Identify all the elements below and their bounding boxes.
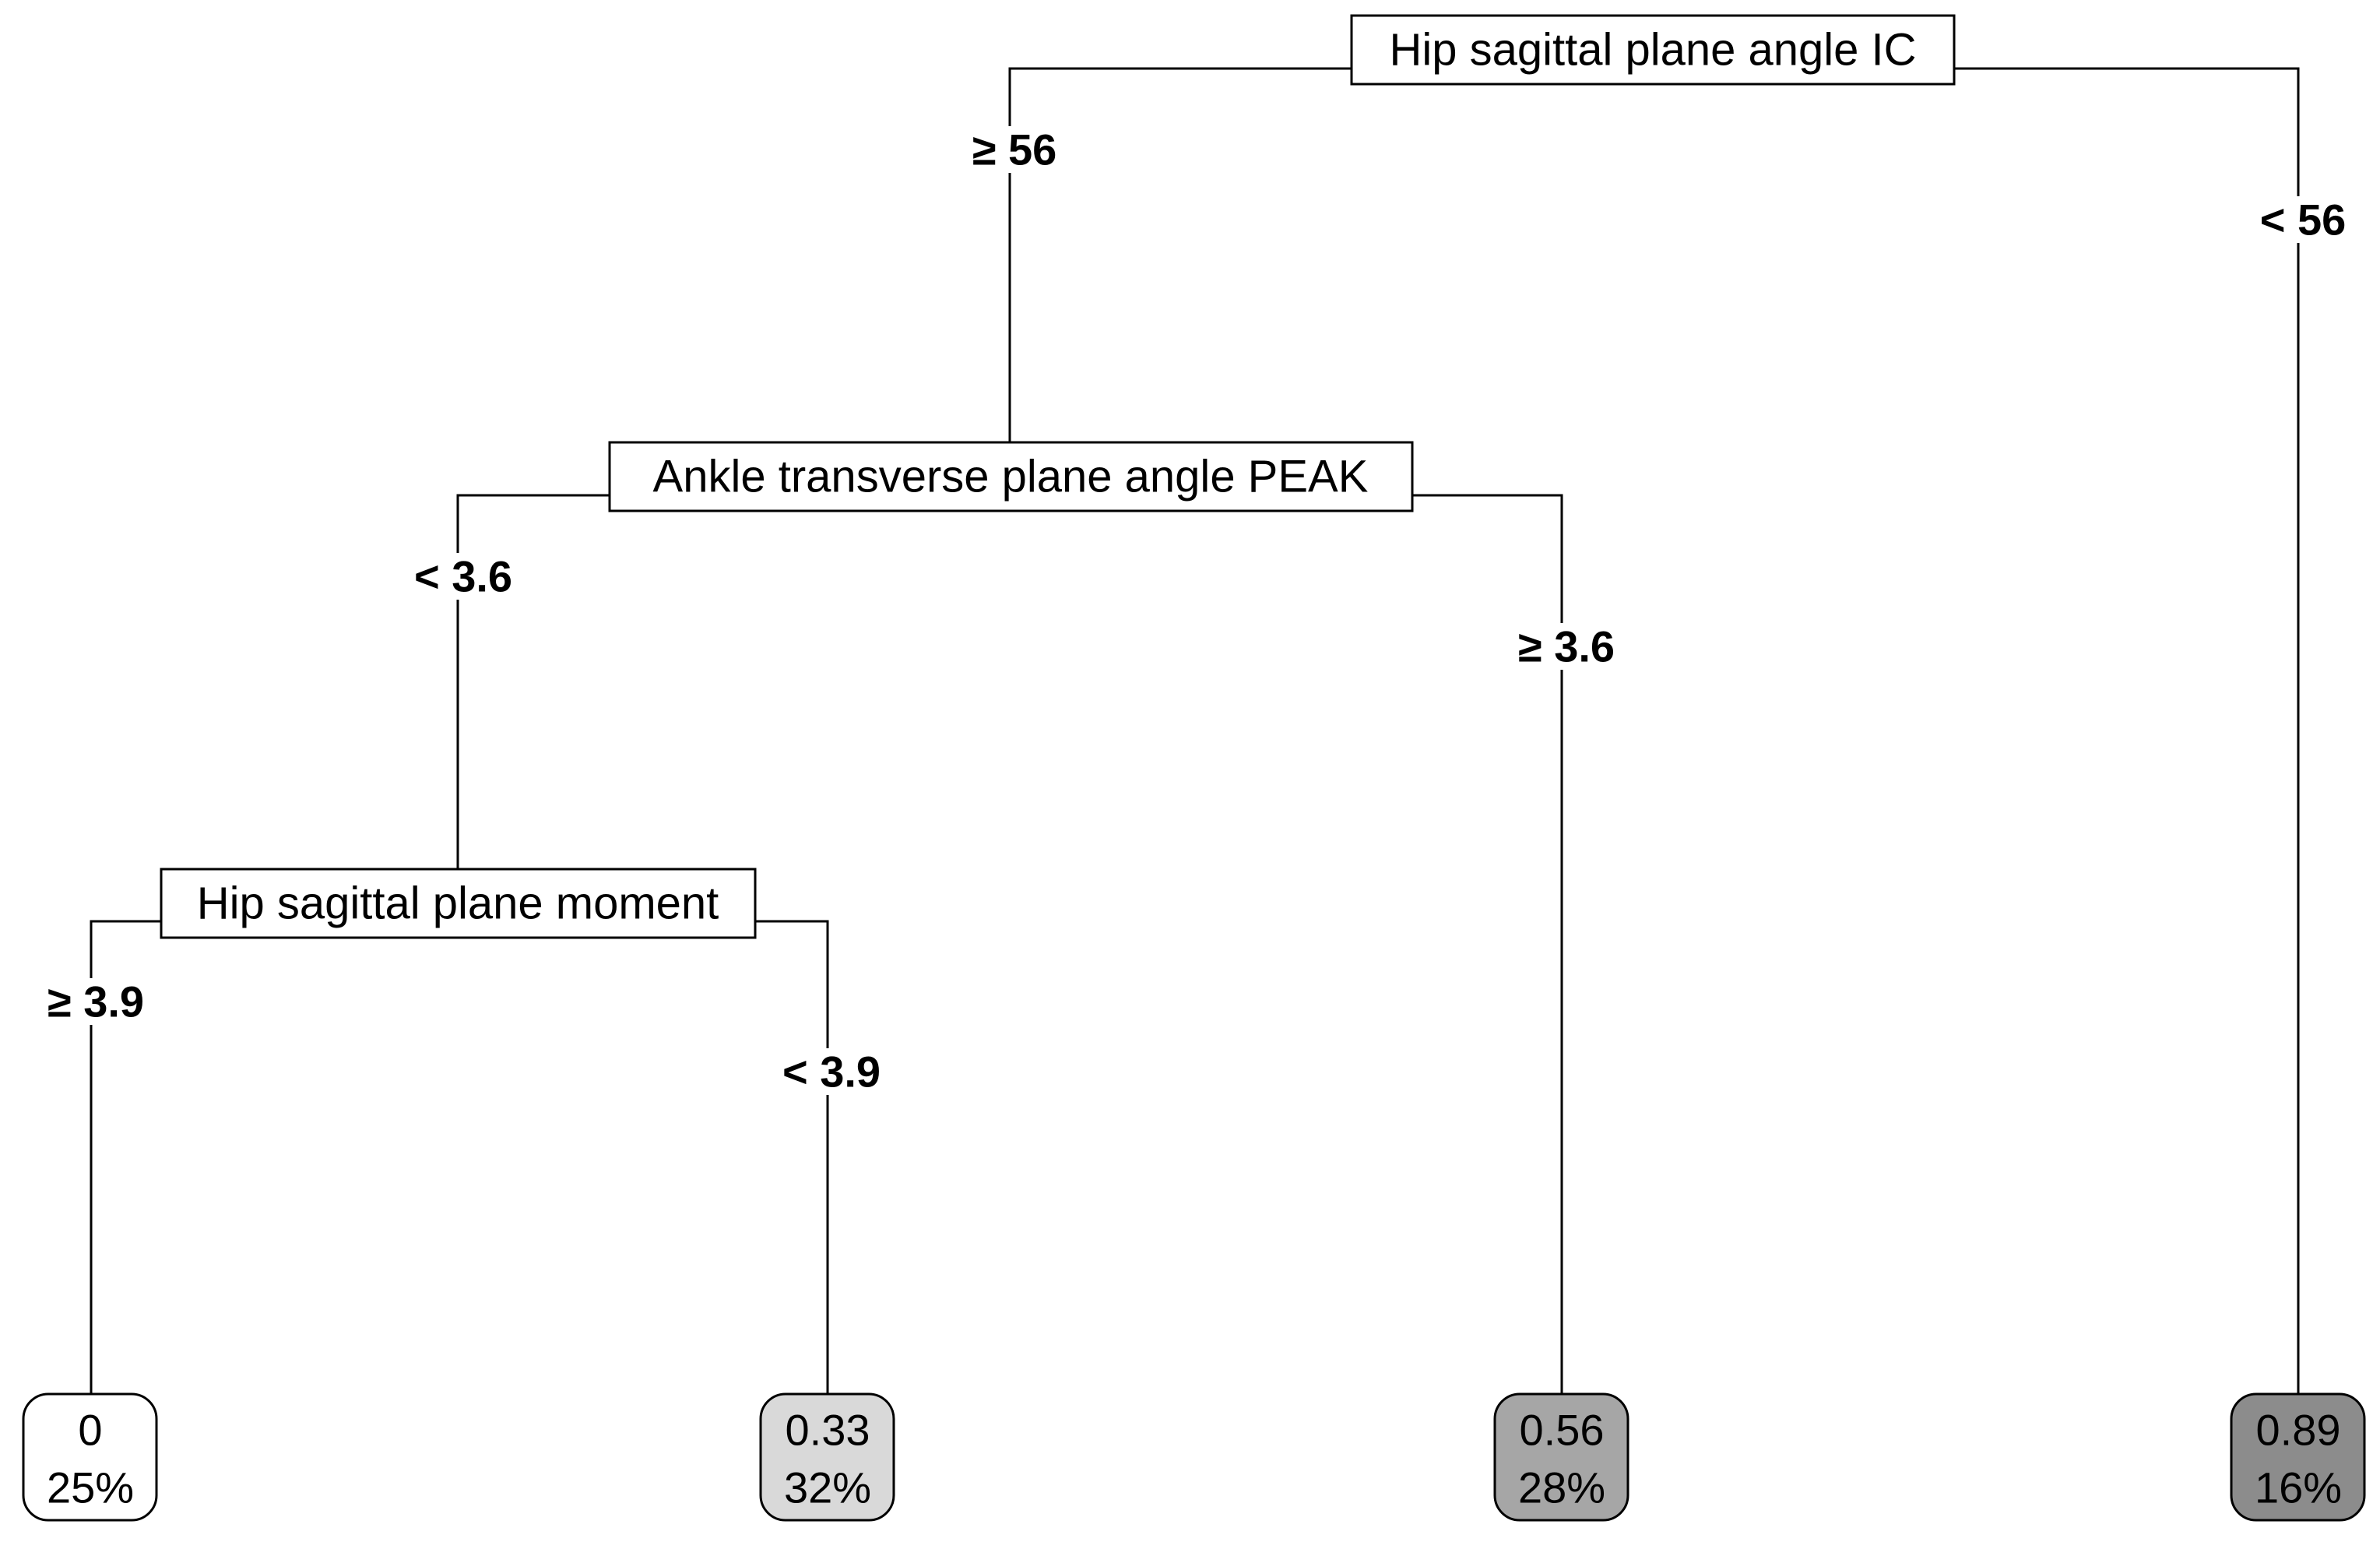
node2-left-edge-top (456, 494, 610, 553)
leaf-value: 0.56 (1520, 1406, 1605, 1455)
leaf-box (1493, 1392, 1629, 1522)
node-ankle-label: Ankle transverse plane angle PEAK (653, 452, 1369, 502)
leaf-box (22, 1392, 158, 1522)
leaf-box (759, 1392, 895, 1522)
leaf-value: 0.33 (786, 1406, 870, 1455)
node-ankle-box (608, 441, 1414, 512)
node2-right-edge-top (1412, 494, 1563, 623)
root-right-edge-top (1954, 67, 2300, 196)
leaf-percent: 32% (784, 1463, 871, 1512)
leaf-percent: 25% (47, 1463, 134, 1512)
root-node-label: Hip sagittal plane angle IC (1389, 25, 1916, 76)
root-node: Hip sagittal plane angle IC (1350, 14, 1956, 86)
leaf-percent: 16% (2255, 1463, 2342, 1512)
node-ankle: Ankle transverse plane angle PEAK (608, 441, 1414, 512)
leaf-node: 0.56 28% (1493, 1392, 1629, 1522)
leaf-node: 0 25% (22, 1392, 158, 1522)
node3-right-branch-label: < 3.9 (782, 1047, 881, 1097)
leaf-value: 0.89 (2256, 1406, 2341, 1455)
node3-left-edge-top (90, 920, 161, 978)
node2-left-branch-label: < 3.6 (414, 552, 512, 601)
leaf-node: 0.89 16% (2230, 1392, 2366, 1522)
leaf-percent: 28% (1518, 1463, 1605, 1512)
node-hip-moment: Hip sagittal plane moment (160, 868, 757, 939)
node-hip-moment-label: Hip sagittal plane moment (197, 878, 719, 929)
leaf-box (2230, 1392, 2366, 1522)
node2-right-branch-label: ≥ 3.6 (1518, 622, 1615, 671)
leaf-node: 0.33 32% (759, 1392, 895, 1522)
root-left-branch-label: ≥ 56 (972, 125, 1057, 174)
root-left-edge-top (1008, 67, 1352, 126)
root-node-box (1350, 14, 1956, 86)
node3-right-edge-top (755, 920, 829, 1048)
root-right-branch-label: < 56 (2260, 195, 2347, 245)
node3-left-branch-label: ≥ 3.9 (47, 977, 144, 1026)
node-hip-moment-box (160, 868, 757, 939)
leaf-value: 0 (78, 1406, 102, 1455)
